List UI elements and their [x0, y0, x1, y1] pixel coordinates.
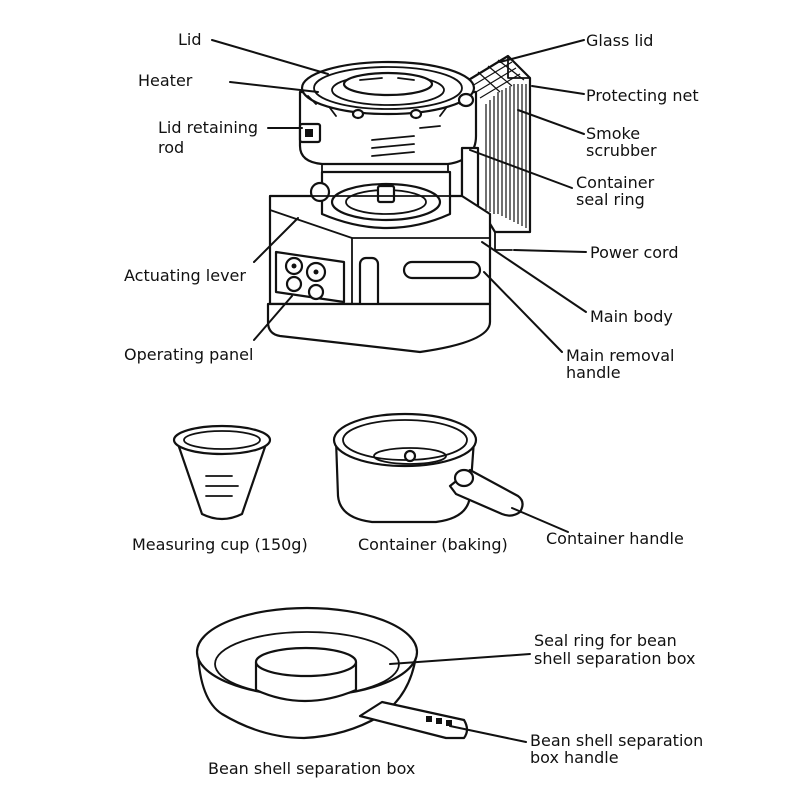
measuring-cup — [172, 424, 272, 521]
label-seal-ring-box-line1: Seal ring for bean — [534, 631, 677, 650]
label-protecting-net: Protecting net — [586, 86, 699, 105]
bean-shell-separation-box — [195, 606, 469, 740]
label-operating-panel: Operating panel — [124, 345, 253, 364]
label-main-body: Main body — [590, 307, 673, 326]
label-smoke-scrubber-line2: scrubber — [586, 141, 657, 160]
roaster-machine — [266, 54, 532, 354]
label-lid-retaining-rod-line2: rod — [158, 138, 184, 157]
base-skirt — [266, 302, 492, 354]
label-seal-ring-box-line2: shell separation box — [534, 649, 695, 668]
protecting-net-grid — [467, 55, 525, 99]
label-main-removal-handle-line2: handle — [566, 363, 621, 382]
glass-lid — [342, 71, 434, 97]
label-box-handle-line1: Bean shell separation — [530, 731, 703, 750]
heater-vent-slots — [371, 125, 441, 157]
label-measuring-cup: Measuring cup (150g) — [132, 535, 308, 554]
actuating-lever-knob — [309, 181, 331, 203]
label-power-cord: Power cord — [590, 243, 679, 262]
label-bean-shell-box: Bean shell separation box — [208, 759, 415, 778]
label-heater: Heater — [138, 71, 193, 90]
label-main-removal-handle-line1: Main removal — [566, 346, 674, 365]
label-box-handle-line2: box handle — [530, 748, 619, 767]
label-actuating-lever: Actuating lever — [124, 266, 246, 285]
box-handle-leader — [449, 725, 527, 743]
smoke-scrubber-fins — [485, 84, 527, 228]
label-smoke-scrubber-line1: Smoke — [586, 124, 640, 143]
power-cord-stub — [494, 231, 513, 251]
seal-ring-box-leader — [389, 653, 531, 665]
box-handle — [358, 700, 469, 740]
label-container-seal-ring-line2: seal ring — [576, 190, 645, 209]
operating-panel — [274, 250, 346, 304]
roasting-chamber — [269, 170, 463, 230]
main-removal-handle — [402, 260, 482, 280]
label-lid-retaining-rod-line1: Lid retaining — [158, 118, 258, 137]
label-container-baking: Container (baking) — [358, 535, 508, 554]
label-container-seal-ring-line1: Container — [576, 173, 655, 192]
label-lid: Lid — [178, 30, 202, 49]
label-container-handle: Container handle — [546, 529, 684, 548]
lid-retaining-rod — [298, 122, 322, 144]
container-handle-leader — [511, 507, 569, 533]
label-glass-lid: Glass lid — [586, 31, 653, 50]
leader-lines — [211, 39, 587, 353]
baking-container — [332, 412, 524, 524]
